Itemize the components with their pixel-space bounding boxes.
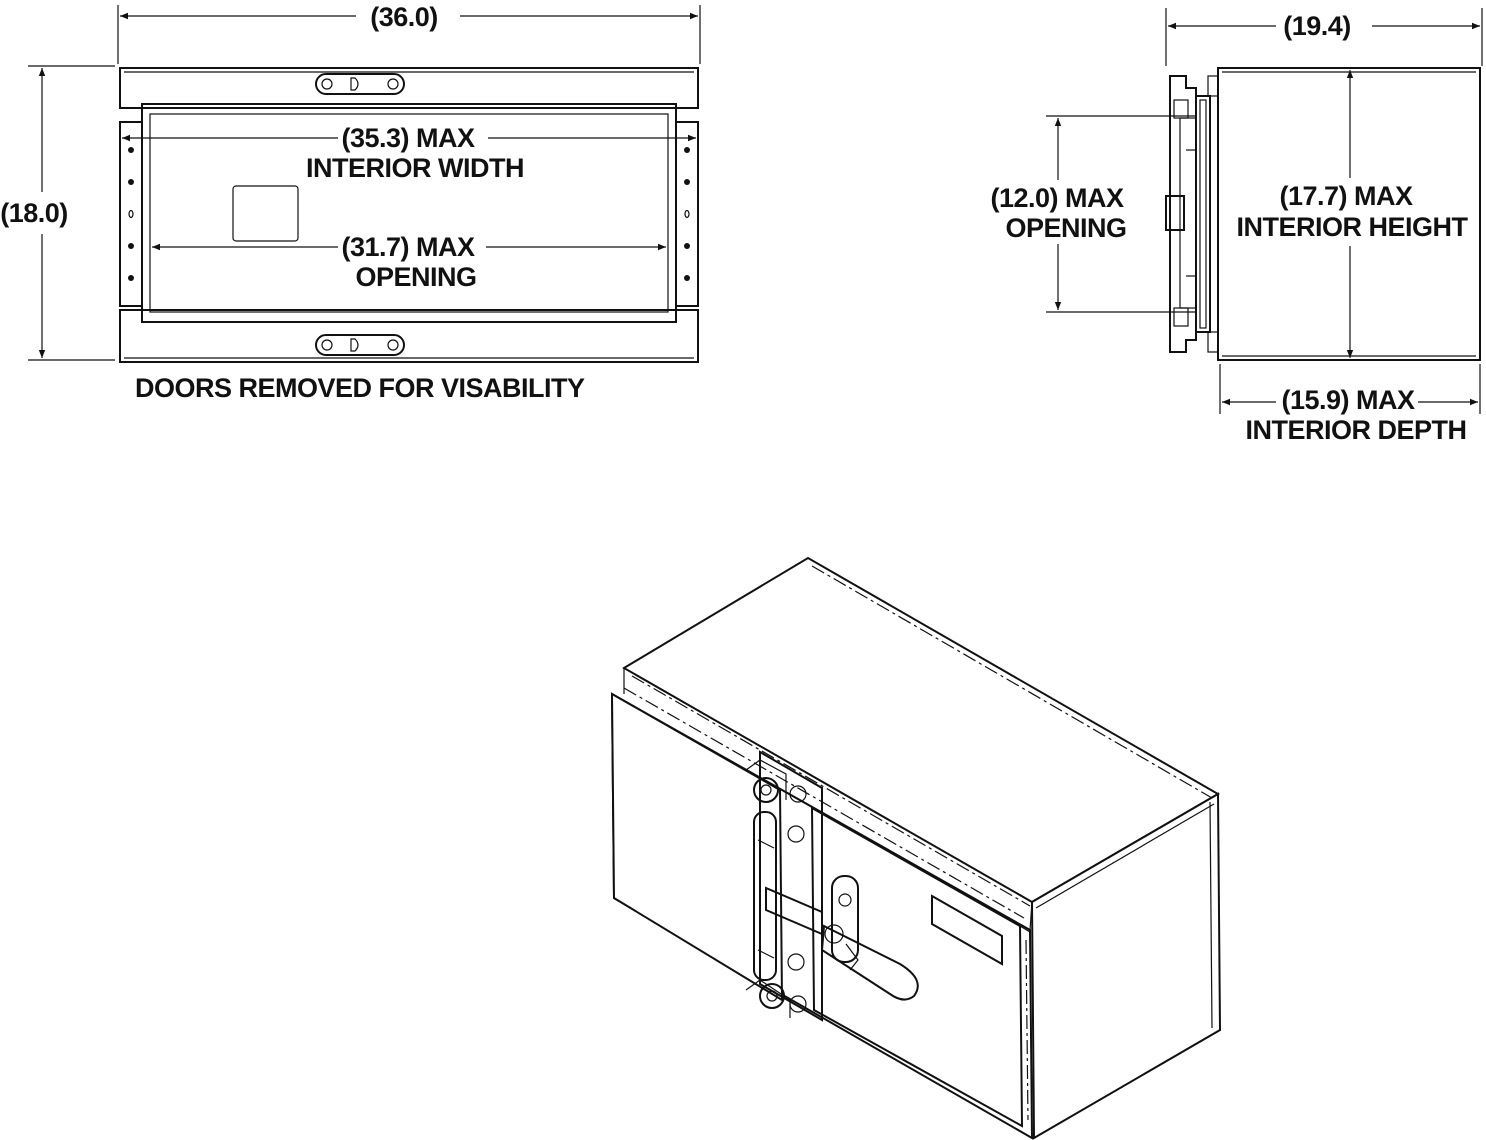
top-flange — [119, 67, 699, 109]
isometric-view — [610, 556, 1222, 1140]
rivets — [128, 147, 690, 281]
label-plate — [232, 185, 299, 242]
iso-left-door — [610, 692, 784, 1002]
interior-frame — [141, 103, 677, 323]
interior-depth-label: INTERIOR DEPTH — [1245, 415, 1466, 445]
interior-height-label: INTERIOR HEIGHT — [1236, 212, 1468, 242]
iso-right-face — [1030, 792, 1222, 1140]
overall-height-dimension: (18.0) — [0, 198, 68, 228]
bottom-slot-handle — [315, 334, 405, 356]
side-body — [1217, 67, 1481, 361]
side-opening-value: (12.0) MAX — [990, 183, 1124, 213]
iso-name-plate — [931, 894, 1003, 966]
interior-depth-value: (15.9) MAX — [1281, 385, 1415, 415]
top-slot-handle — [315, 73, 405, 95]
front-opening-label: OPENING — [355, 262, 476, 292]
overall-width-dimension: (36.0) — [370, 2, 438, 32]
interior-width-label: INTERIOR WIDTH — [306, 153, 524, 183]
iso-right-door — [810, 806, 1024, 1128]
front-opening-value: (31.7) MAX — [341, 232, 475, 262]
iso-latch-handle — [765, 875, 919, 1001]
interior-width-value: (35.3) MAX — [341, 123, 475, 153]
interior-height-value: (17.7) MAX — [1279, 181, 1413, 211]
overall-depth-dimension: (19.4) — [1283, 11, 1351, 41]
bottom-flange — [119, 309, 699, 363]
front-view: (36.0) (18.0) (35.3) MAX INTERIOR WIDTH … — [0, 2, 701, 403]
doors-removed-note: DOORS REMOVED FOR VISABILITY — [135, 373, 585, 403]
side-opening-label: OPENING — [1005, 213, 1126, 243]
side-view: (19.4) (12.0) MAX OPENING (17.7) MAX INT… — [990, 8, 1483, 445]
iso-hinge — [745, 750, 823, 1022]
